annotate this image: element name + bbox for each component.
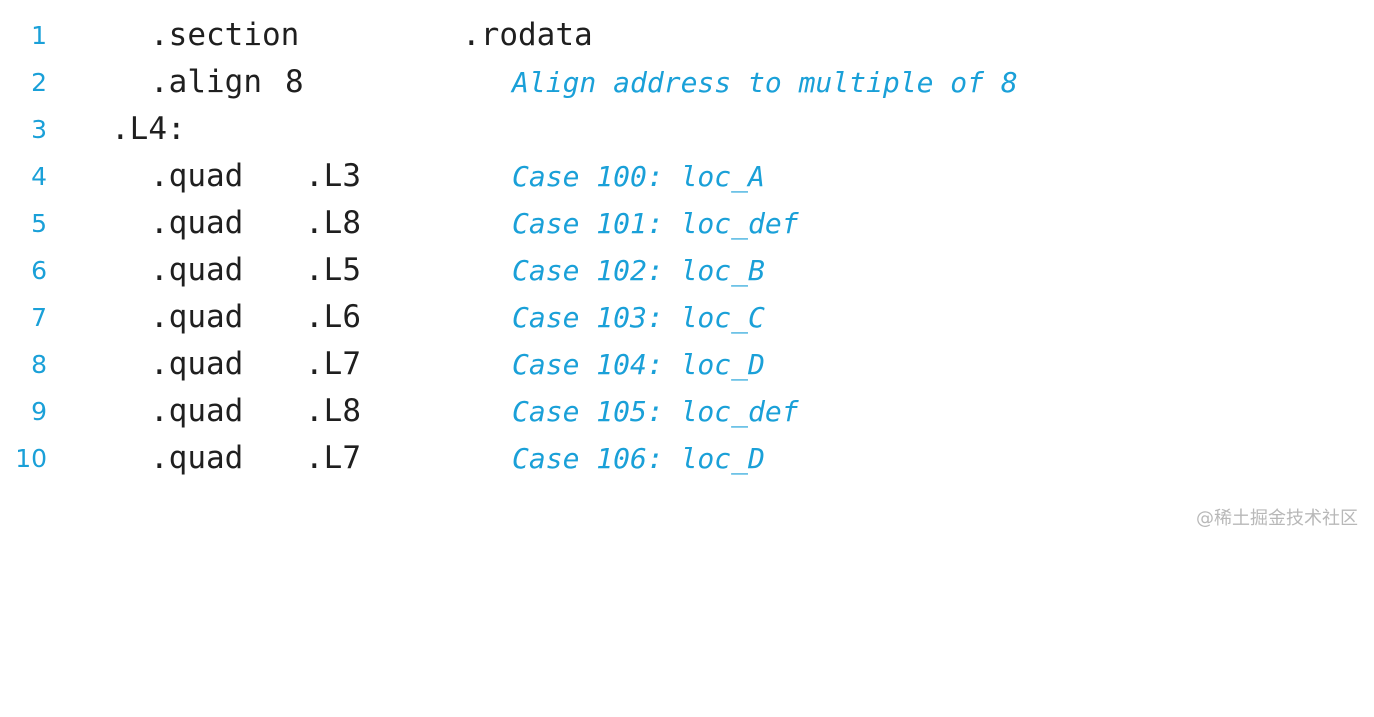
directive: .quad (150, 346, 244, 382)
line-number: 2 (31, 68, 47, 97)
code-line-6: 6 .quad .L5 Case 102: loc_B (0, 247, 1374, 294)
directive: .quad (150, 299, 244, 335)
comment: Case 100: loc_A (512, 160, 765, 193)
code-line-3: 3 .L4: (0, 106, 1374, 153)
label: .L4: (111, 111, 186, 147)
operand: .L7 (305, 346, 361, 382)
code-line-10: 10 .quad .L7 Case 106: loc_D (0, 435, 1374, 482)
operand: .rodata (462, 17, 593, 53)
comment: Case 106: loc_D (512, 442, 765, 475)
code-line-9: 9 .quad .L8 Case 105: loc_def (0, 388, 1374, 435)
operand: .L8 (305, 393, 361, 429)
directive: .quad (150, 158, 244, 194)
line-number: 8 (31, 350, 47, 379)
operand: .L5 (305, 252, 361, 288)
line-number: 4 (31, 162, 47, 191)
operand: 8 (285, 64, 304, 100)
directive: .align (150, 64, 262, 100)
watermark: @稀土掘金技术社区 (1196, 508, 1358, 529)
line-number: 3 (31, 115, 47, 144)
operand: .L8 (305, 205, 361, 241)
code-line-4: 4 .quad .L3 Case 100: loc_A (0, 153, 1374, 200)
line-number: 10 (15, 444, 47, 473)
line-number: 5 (31, 209, 47, 238)
comment: Case 101: loc_def (512, 207, 799, 240)
line-number: 1 (31, 21, 47, 50)
assembly-listing: 1 .section .rodata 2 .align 8 Align addr… (0, 12, 1374, 482)
comment: Align address to multiple of 8 (512, 66, 1018, 99)
comment: Case 103: loc_C (512, 301, 765, 334)
operand: .L3 (305, 158, 361, 194)
operand: .L6 (305, 299, 361, 335)
directive: .quad (150, 205, 244, 241)
directive: .quad (150, 440, 244, 476)
directive: .quad (150, 393, 244, 429)
code-line-5: 5 .quad .L8 Case 101: loc_def (0, 200, 1374, 247)
line-number: 9 (31, 397, 47, 426)
comment: Case 105: loc_def (512, 395, 799, 428)
directive: .section (150, 17, 300, 53)
operand: .L7 (305, 440, 361, 476)
line-number: 7 (31, 303, 47, 332)
line-number: 6 (31, 256, 47, 285)
code-line-8: 8 .quad .L7 Case 104: loc_D (0, 341, 1374, 388)
comment: Case 102: loc_B (512, 254, 765, 287)
code-line-1: 1 .section .rodata (0, 12, 1374, 59)
code-line-7: 7 .quad .L6 Case 103: loc_C (0, 294, 1374, 341)
code-line-2: 2 .align 8 Align address to multiple of … (0, 59, 1374, 106)
comment: Case 104: loc_D (512, 348, 765, 381)
directive: .quad (150, 252, 244, 288)
